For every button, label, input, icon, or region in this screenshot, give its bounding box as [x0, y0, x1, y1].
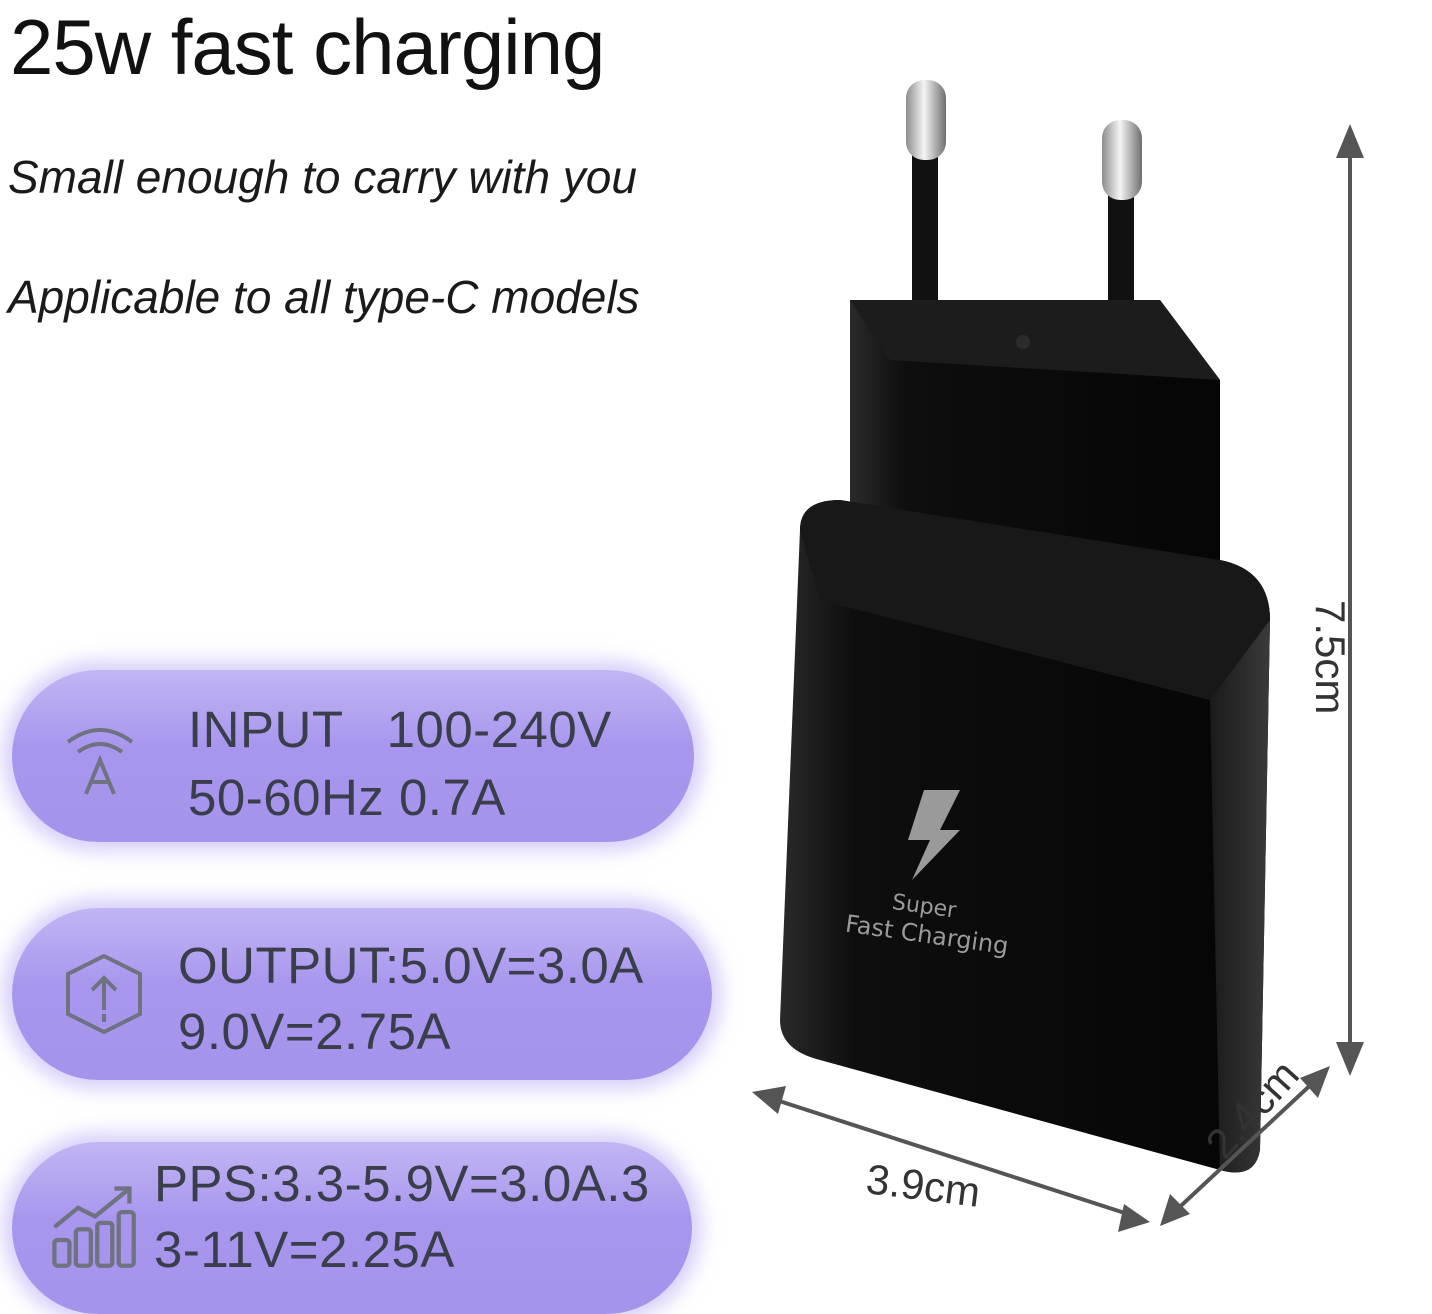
lightning-bolt-icon	[908, 790, 960, 880]
height-dimension-label: 7.5cm	[1307, 600, 1354, 715]
output-upload-icon	[66, 953, 142, 1035]
spec-pps-pill: PPS:3.3-5.9V=3.0A.3 3-11V=2.25A	[12, 1142, 692, 1314]
pps-secondary-text: 3-11V=2.25A	[154, 1221, 455, 1278]
charger-body	[780, 500, 1270, 1173]
tagline-portable: Small enough to carry with you	[8, 151, 637, 203]
charger-product-image: Super Fast Charging	[780, 80, 1270, 1173]
growth-bars-icon	[52, 1186, 136, 1268]
spec-output-pill: OUTPUT:5.0V=3.0A 9.0V=2.75A	[12, 908, 712, 1080]
input-frequency-text: 50-60Hz 0.7A	[188, 769, 506, 826]
input-voltage-text: INPUT 100-240V	[188, 701, 612, 758]
headline: 25w fast charging	[10, 3, 605, 91]
tagline-compatibility: Applicable to all type-C models	[8, 271, 640, 323]
spec-input-pill: INPUT 100-240V 50-60Hz 0.7A	[12, 670, 694, 842]
output-secondary-text: 9.0V=2.75A	[178, 1003, 451, 1060]
pps-primary-text: PPS:3.3-5.9V=3.0A.3	[154, 1155, 650, 1212]
output-primary-text: OUTPUT:5.0V=3.0A	[178, 937, 644, 994]
input-a-icon	[66, 728, 134, 795]
